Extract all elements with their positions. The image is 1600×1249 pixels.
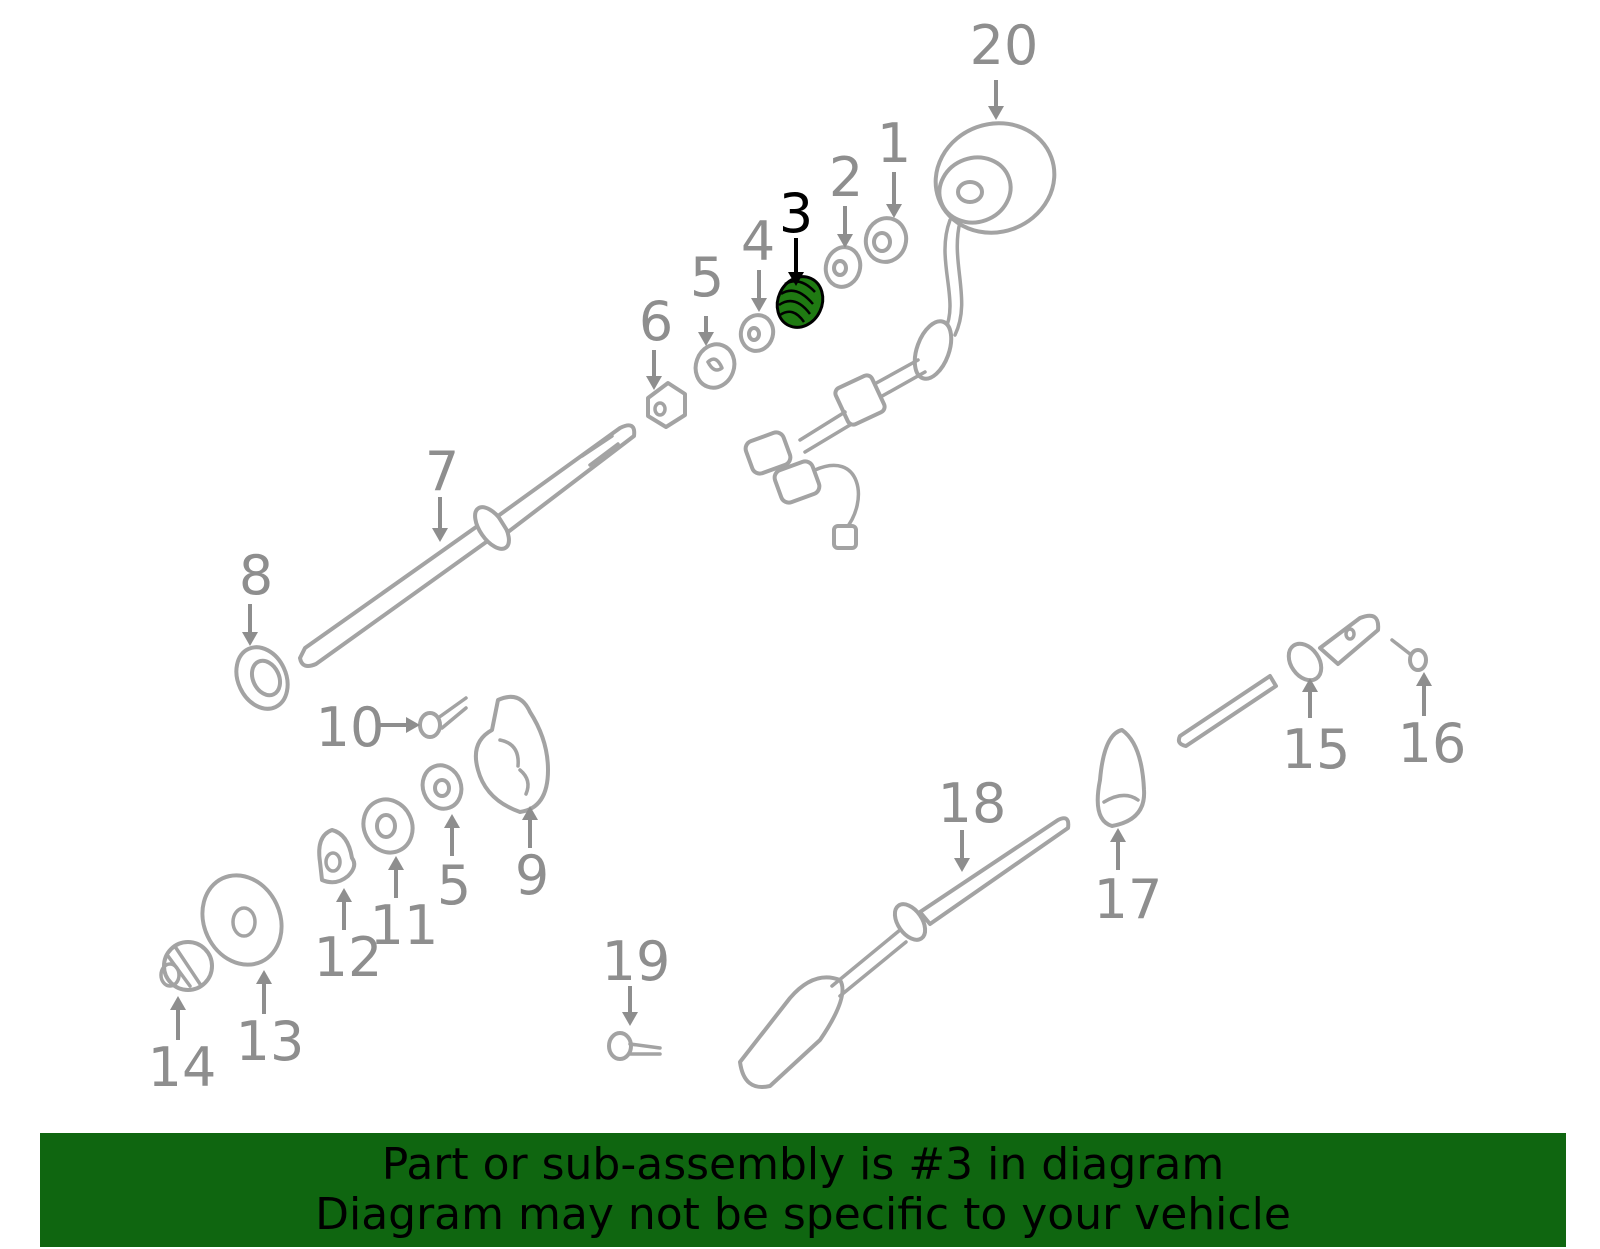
part-13-plate xyxy=(200,873,284,967)
part-5-ring-upper xyxy=(693,342,737,390)
callout-11: 11 xyxy=(370,894,439,957)
banner-line-disclaimer: Diagram may not be specific to your vehi… xyxy=(315,1189,1291,1240)
callout-6: 6 xyxy=(639,290,673,353)
callout-17: 17 xyxy=(1094,868,1163,931)
part-20-hub-assembly xyxy=(743,121,1057,550)
part-10-screw xyxy=(418,696,468,739)
part-16-bolt xyxy=(1390,638,1428,672)
part-18-lower-shaft xyxy=(738,816,1071,1089)
part-12-bushing xyxy=(317,828,357,885)
info-banner: Part or sub-assembly is #3 in diagram Di… xyxy=(40,1133,1566,1247)
callout-5-upper: 5 xyxy=(690,246,724,309)
part-6-bushing xyxy=(646,381,687,429)
banner-line-part: Part or sub-assembly is #3 in diagram xyxy=(381,1139,1225,1190)
callout-12: 12 xyxy=(314,926,383,989)
callout-10: 10 xyxy=(316,696,385,759)
part-8-bearing xyxy=(234,645,290,711)
callout-9: 9 xyxy=(515,844,549,907)
part-3-spring-highlighted xyxy=(775,275,825,329)
callout-18: 18 xyxy=(938,772,1007,835)
callout-20: 20 xyxy=(970,14,1039,77)
part-11-nut xyxy=(361,797,415,855)
part-15-intermediate-shaft xyxy=(1176,613,1381,748)
callout-1: 1 xyxy=(877,112,911,175)
leader-arrows xyxy=(170,80,1432,1040)
callout-13: 13 xyxy=(236,1010,305,1073)
part-5-washer-lower xyxy=(420,763,464,811)
part-14-bushing xyxy=(159,940,214,992)
part-1-nut xyxy=(863,216,909,264)
part-9-bracket xyxy=(473,695,550,814)
callout-labels: 1 2 3 4 5 6 7 8 9 10 11 12 13 14 15 16 1… xyxy=(148,14,1467,1099)
part-19-bolt xyxy=(607,1031,662,1061)
callout-7: 7 xyxy=(425,440,459,503)
part-2-washer xyxy=(823,245,863,289)
callout-19: 19 xyxy=(602,930,671,993)
callout-4: 4 xyxy=(741,210,775,273)
callout-5-lower: 5 xyxy=(437,854,471,917)
part-4-washer xyxy=(738,313,776,353)
parts-diagram: 1 2 3 4 5 6 7 8 9 10 11 12 13 14 15 16 1… xyxy=(148,14,1467,1099)
part-7-upper-shaft xyxy=(298,423,637,668)
callout-3: 3 xyxy=(779,182,813,245)
callout-14: 14 xyxy=(148,1036,217,1099)
callout-8: 8 xyxy=(239,544,273,607)
callout-15: 15 xyxy=(1282,718,1351,781)
callout-16: 16 xyxy=(1398,712,1467,775)
part-17-boot xyxy=(1095,728,1147,828)
callout-2: 2 xyxy=(829,146,863,209)
